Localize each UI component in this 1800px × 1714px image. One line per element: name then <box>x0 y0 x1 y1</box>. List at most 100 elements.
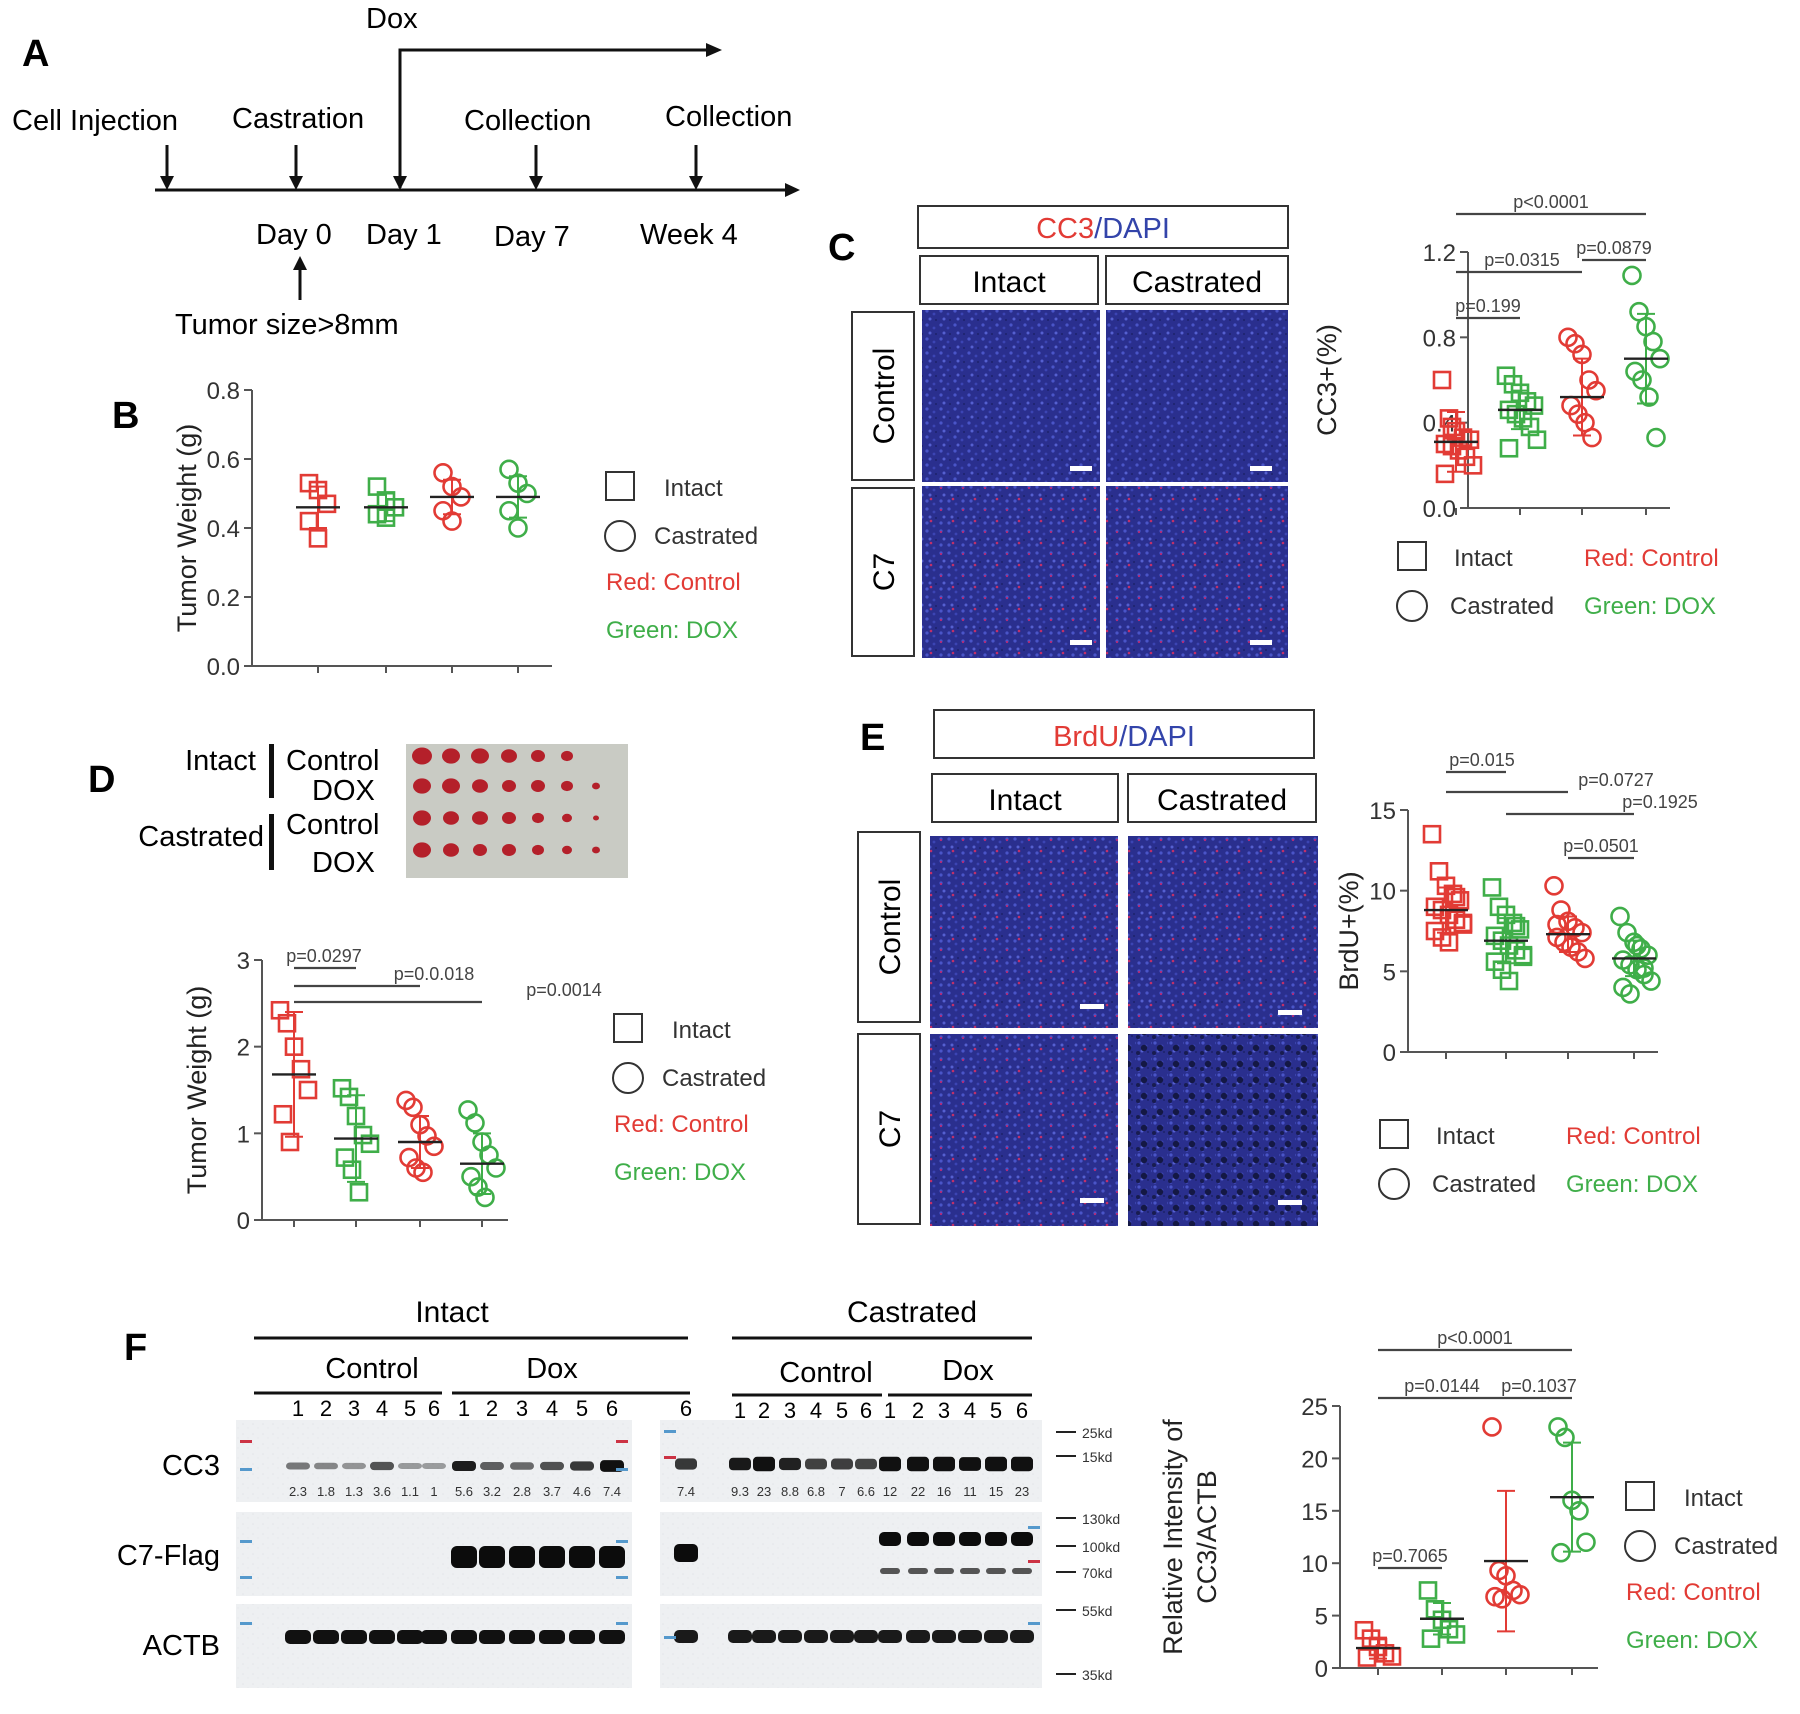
band-quant: 12 <box>883 1484 897 1499</box>
legend-intact: Intact <box>1436 1123 1495 1150</box>
y-tick-label: 0.8 <box>207 378 240 405</box>
data-point <box>1506 916 1526 936</box>
cc3-band <box>570 1461 594 1471</box>
y-axis-label: CC3+(%) <box>1312 324 1342 436</box>
row-control-label-e: Control <box>874 879 907 976</box>
chart-c: 0.00.40.81.2CC3+(%)p<0.0001p=0.0315p=0.0… <box>1312 192 1670 523</box>
legend-red-control: Red: Control <box>606 569 741 596</box>
legend-green-dox: Green: DOX <box>614 1159 746 1186</box>
y-tick-label: 10 <box>1369 879 1396 906</box>
data-point <box>280 1132 300 1152</box>
legend-intact: Intact <box>672 1017 731 1044</box>
cc3-title-box <box>917 205 1289 249</box>
c7-flag-band-lower <box>986 1568 1006 1574</box>
p-value-label: p=0.0.018 <box>394 964 475 984</box>
group-3 <box>1622 265 1670 448</box>
band-quant: 1.1 <box>401 1484 419 1499</box>
legend-square-icon <box>613 1013 643 1043</box>
marker-label: 130kd <box>1082 1511 1120 1527</box>
band-quant: 7.4 <box>603 1484 621 1499</box>
y-tick-label: 0 <box>237 1208 250 1235</box>
data-point <box>517 483 537 504</box>
p-value-label: p=0.1037 <box>1501 1376 1577 1396</box>
data-point <box>1527 430 1547 450</box>
y-tick-label: 25 <box>1301 1394 1328 1421</box>
actb-band <box>958 1630 982 1643</box>
legend-castrated: Castrated <box>1432 1171 1536 1198</box>
actb-band <box>341 1630 367 1644</box>
group-2 <box>396 1090 444 1183</box>
group-2 <box>430 462 474 531</box>
tumor-spot <box>413 778 431 794</box>
marker-label: 100kd <box>1082 1539 1120 1555</box>
band-quant: 8.8 <box>781 1484 799 1499</box>
tumor-spot <box>502 812 516 824</box>
p-value-label: p<0.0001 <box>1513 192 1589 212</box>
ladder-mark <box>616 1468 628 1471</box>
group-3 <box>496 459 540 538</box>
data-point <box>458 1100 478 1120</box>
y-tick-label: 1 <box>237 1121 250 1148</box>
col-castrated-label-c: Castrated <box>1132 266 1262 299</box>
wb-lane-number: 5 <box>404 1396 416 1421</box>
chart-e: 051015BrdU+(%)p=0.015p=0.0727p=0.1925p=0… <box>1334 750 1698 1067</box>
data-point <box>433 500 453 521</box>
data-point <box>1544 876 1564 896</box>
group-0 <box>270 1000 318 1152</box>
data-point <box>1638 945 1658 966</box>
data-point <box>465 1113 485 1133</box>
c7-flag-band <box>509 1546 535 1568</box>
actb-band <box>451 1630 477 1644</box>
wb-lane-number: 3 <box>516 1396 528 1421</box>
tumor-spot <box>442 748 460 764</box>
c7-flag-band-lower <box>960 1568 980 1574</box>
tumor-spot <box>472 779 488 793</box>
actb-band <box>830 1630 854 1643</box>
ladder-mark <box>616 1540 628 1543</box>
c7-flag-band <box>539 1546 565 1568</box>
actb-band <box>479 1630 505 1644</box>
tumor-spot <box>412 747 432 765</box>
p-value-label: p=0.0501 <box>1563 836 1639 856</box>
data-point <box>1551 1542 1571 1563</box>
data-point <box>1586 380 1606 401</box>
data-point <box>1482 878 1502 897</box>
y-tick-label: 5 <box>1315 1604 1328 1631</box>
wb-lane-number: 3 <box>938 1398 950 1423</box>
data-point <box>413 1162 433 1183</box>
marker-label: 25kd <box>1082 1425 1112 1441</box>
c7-flag-band-lower <box>934 1568 954 1574</box>
actb-band <box>804 1630 828 1643</box>
photo-castrated-label: Castrated <box>138 821 264 853</box>
ladder-mark <box>616 1576 628 1579</box>
tumor-spot <box>471 748 489 764</box>
row-control-label-c: Control <box>868 348 901 445</box>
wb-lane-number: 5 <box>576 1396 588 1421</box>
col-header-intact-c <box>919 255 1099 305</box>
data-point <box>1575 948 1595 969</box>
cc3-band <box>831 1458 853 1470</box>
c7-flag-band <box>907 1532 929 1546</box>
legend-castrated: Castrated <box>1450 593 1554 620</box>
row-header-control-e <box>857 831 921 1023</box>
cc3-band <box>779 1457 801 1471</box>
cc3-band <box>959 1457 981 1471</box>
data-point <box>1432 370 1452 390</box>
actb-band <box>569 1630 595 1644</box>
y-tick-label: 0 <box>1383 1040 1396 1067</box>
y-axis-label-line2: CC3/ACTB <box>1192 1470 1222 1604</box>
band-quant: 1.3 <box>345 1484 363 1499</box>
c7-flag-band-lower <box>1012 1568 1032 1574</box>
wb-lane-number: 6 <box>428 1396 440 1421</box>
group-2 <box>1482 1417 1530 1633</box>
legend-red-control: Red: Control <box>614 1111 749 1138</box>
cc3-band <box>398 1463 422 1469</box>
band-quant: 6.6 <box>857 1484 875 1499</box>
actb-band <box>285 1630 311 1644</box>
cc3-band <box>314 1462 338 1470</box>
data-point <box>1620 984 1640 1004</box>
c7-flag-band <box>985 1532 1007 1546</box>
